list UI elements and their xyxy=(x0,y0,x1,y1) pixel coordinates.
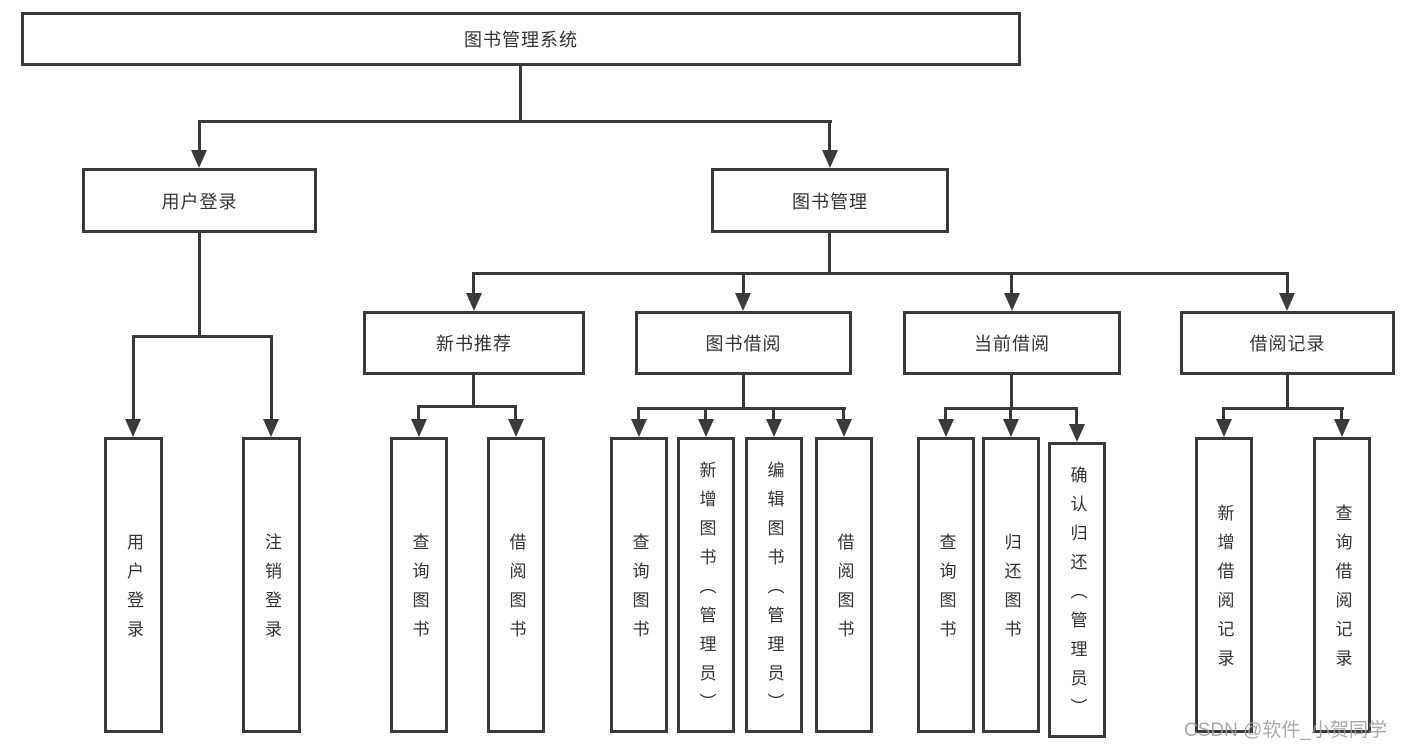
arrowhead-leaf xyxy=(1069,424,1085,442)
arrowhead-leaf xyxy=(1003,419,1019,437)
connector-userlogin-stem xyxy=(198,233,201,335)
connector-leaf xyxy=(514,405,517,419)
arrowhead-leaf-login xyxy=(125,419,141,437)
leaf-label: 查询图书 xyxy=(629,533,649,649)
arrowhead-current-borrow xyxy=(1004,293,1020,311)
connector-root-stem xyxy=(519,66,522,120)
arrowhead-leaf xyxy=(411,419,427,437)
arrowhead-user-login xyxy=(191,150,207,168)
leaf-borrow-books-recommend: 借阅图书 xyxy=(487,437,545,733)
node-label: 新书推荐 xyxy=(436,334,512,354)
node-book-borrowing: 图书借阅 xyxy=(635,311,852,375)
node-label: 借阅记录 xyxy=(1249,334,1326,354)
connector-records-hline xyxy=(1222,407,1344,410)
connector-userlogin-hline xyxy=(132,335,273,338)
arrowhead-leaf xyxy=(1216,419,1232,437)
leaf-add-books-admin: 新增图书（管理员） xyxy=(677,437,735,733)
node-label: 用户登录 xyxy=(161,191,238,212)
leaf-label: 用户登录 xyxy=(124,533,143,649)
connector-leaf xyxy=(704,407,707,419)
node-library-management-system: 图书管理系统 xyxy=(21,12,1021,66)
leaf-query-borrow-record: 查询借阅记录 xyxy=(1313,437,1371,733)
node-label: 图书管理系统 xyxy=(464,30,578,50)
leaf-query-books-borrowing: 查询图书 xyxy=(610,437,668,733)
connector-bookmgmt-stem xyxy=(828,233,831,272)
connector-leaf xyxy=(842,407,845,419)
connector-newbook-stem xyxy=(472,375,475,405)
connector-leaf xyxy=(637,407,640,419)
leaf-label: 借阅图书 xyxy=(834,533,854,649)
node-borrowing-records: 借阅记录 xyxy=(1180,311,1395,375)
arrowhead-leaf xyxy=(631,419,647,437)
leaf-add-borrow-record: 新增借阅记录 xyxy=(1195,437,1253,733)
arrowhead-book-borrow xyxy=(735,293,751,311)
connector-records-stem xyxy=(1286,375,1289,407)
connector-to-user-login xyxy=(198,120,201,150)
connector-bookmgmt-hline xyxy=(472,272,1289,275)
connector-leaf xyxy=(1075,407,1078,424)
leaf-label: 确认归还（管理员） xyxy=(1067,465,1087,727)
connector-to-book-borrow xyxy=(742,272,745,293)
leaf-label: 查询借阅记录 xyxy=(1332,504,1352,678)
node-user-login: 用户登录 xyxy=(82,168,317,233)
leaf-logout: 注销登录 xyxy=(242,437,301,733)
leaf-label: 归还图书 xyxy=(1001,533,1021,649)
arrowhead-leaf-logout xyxy=(263,419,279,437)
connector-to-leaf-logout xyxy=(270,335,273,419)
connector-leaf xyxy=(1340,407,1343,419)
connector-root-hline xyxy=(198,120,832,123)
leaf-query-books-recommend: 查询图书 xyxy=(390,437,448,733)
leaf-query-books-current: 查询图书 xyxy=(917,437,975,733)
arrowhead-leaf xyxy=(766,419,782,437)
connector-to-new-book xyxy=(472,272,475,293)
leaf-label: 新增借阅记录 xyxy=(1214,504,1234,678)
connector-bookborrow-hline xyxy=(637,407,846,410)
leaf-label: 注销登录 xyxy=(262,533,281,649)
leaf-return-books: 归还图书 xyxy=(982,437,1040,733)
connector-leaf xyxy=(1222,407,1225,419)
connector-to-leaf-login xyxy=(132,335,135,419)
leaf-confirm-return-admin: 确认归还（管理员） xyxy=(1048,442,1106,738)
node-label: 图书借阅 xyxy=(705,334,782,354)
leaf-borrow-books: 借阅图书 xyxy=(815,437,873,733)
leaf-label: 查询图书 xyxy=(936,533,956,649)
arrowhead-borrow-records xyxy=(1279,293,1295,311)
connector-to-current-borrow xyxy=(1010,272,1013,293)
connector-leaf xyxy=(944,407,947,419)
connector-leaf xyxy=(1009,407,1012,419)
arrowhead-leaf xyxy=(836,419,852,437)
leaf-label: 借阅图书 xyxy=(506,533,526,649)
arrowhead-leaf xyxy=(508,419,524,437)
leaf-label: 新增图书（管理员） xyxy=(696,460,716,722)
leaf-label: 查询图书 xyxy=(409,533,429,649)
connector-bookborrow-stem xyxy=(742,375,745,407)
arrowhead-book-mgmt xyxy=(822,150,838,168)
node-label: 当前借阅 xyxy=(974,334,1050,354)
connector-to-borrow-records xyxy=(1286,272,1289,293)
leaf-label: 编辑图书（管理员） xyxy=(764,460,784,722)
csdn-watermark: CSDN @软件_小贺同学 xyxy=(1184,720,1387,741)
connector-currentborrow-stem xyxy=(1010,375,1013,407)
connector-newbook-hline xyxy=(417,405,517,408)
arrowhead-leaf xyxy=(698,419,714,437)
leaf-user-login: 用户登录 xyxy=(104,437,163,733)
node-current-borrowing: 当前借阅 xyxy=(903,311,1121,375)
connector-leaf xyxy=(772,407,775,419)
node-book-management: 图书管理 xyxy=(711,168,949,233)
arrowhead-leaf xyxy=(1334,419,1350,437)
node-new-book-recommend: 新书推荐 xyxy=(363,311,585,375)
connector-leaf xyxy=(417,405,420,419)
arrowhead-new-book xyxy=(466,293,482,311)
leaf-edit-books-admin: 编辑图书（管理员） xyxy=(745,437,803,733)
connector-to-book-mgmt xyxy=(828,120,831,150)
arrowhead-leaf xyxy=(938,419,954,437)
node-label: 图书管理 xyxy=(792,191,868,212)
